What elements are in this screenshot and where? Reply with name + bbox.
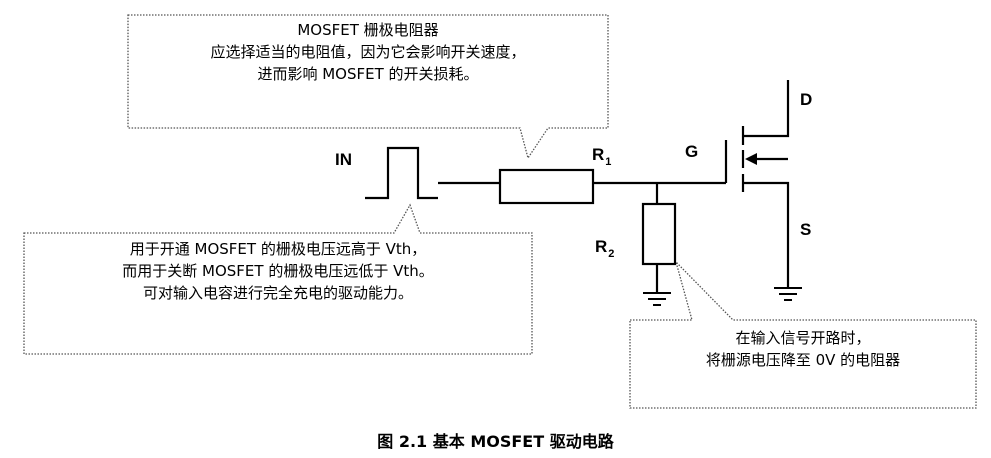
resistor-r2 <box>641 202 677 266</box>
callout-gate-resistor-line: MOSFET 栅极电阻器 <box>297 21 439 39</box>
callout-pulldown-line: 在输入信号开路时， <box>735 329 871 347</box>
callout-gate-resistor-line: 进而影响 MOSFET 的开关损耗。 <box>257 65 479 83</box>
callout-drive-capability: 用于开通 MOSFET 的栅极电压远高于 Vth， 而用于关断 MOSFET 的… <box>24 238 532 304</box>
label-d: D <box>800 90 813 109</box>
callout-drive-line: 而用于关断 MOSFET 的栅极电压远低于 Vth。 <box>122 262 434 280</box>
label-r2-letter: R <box>595 237 608 256</box>
label-in: IN <box>335 150 352 169</box>
mosfet-source-lead <box>743 181 790 288</box>
callout-drive-line: 用于开通 MOSFET 的栅极电压远高于 Vth， <box>129 240 427 258</box>
mosfet-body-arrow <box>745 153 757 165</box>
label-s: S <box>800 220 812 239</box>
callout-pulldown-resistor: 在输入信号开路时， 将栅源电压降至 0V 的电阻器 <box>630 327 976 371</box>
label-r1: R1 <box>592 145 612 168</box>
label-g: G <box>685 142 699 161</box>
label-r2-sub: 2 <box>608 248 615 260</box>
callout-box-pulldown <box>629 259 977 409</box>
label-r1-letter: R <box>592 145 605 164</box>
label-r2: R2 <box>595 237 615 260</box>
figure-caption: 图 2.1 基本 MOSFET 驱动电路 <box>377 432 614 451</box>
label-r1-sub: 1 <box>605 156 612 168</box>
callout-gate-resistor-line: 应选择适当的电阻值，因为它会影响开关速度， <box>210 43 526 61</box>
callout-gate-resistor: MOSFET 栅极电阻器 应选择适当的电阻值，因为它会影响开关速度， 进而影响 … <box>128 19 608 85</box>
input-pulse <box>365 146 438 200</box>
callout-box-drive <box>23 203 533 355</box>
callout-drive-line: 可对输入电容进行完全充电的驱动能力。 <box>142 284 413 302</box>
callout-pulldown-line: 将栅源电压降至 0V 的电阻器 <box>705 351 901 369</box>
callout-box-gate-resistor <box>127 14 609 160</box>
resistor-r1 <box>498 168 595 205</box>
mosfet-drain-lead <box>743 80 790 138</box>
